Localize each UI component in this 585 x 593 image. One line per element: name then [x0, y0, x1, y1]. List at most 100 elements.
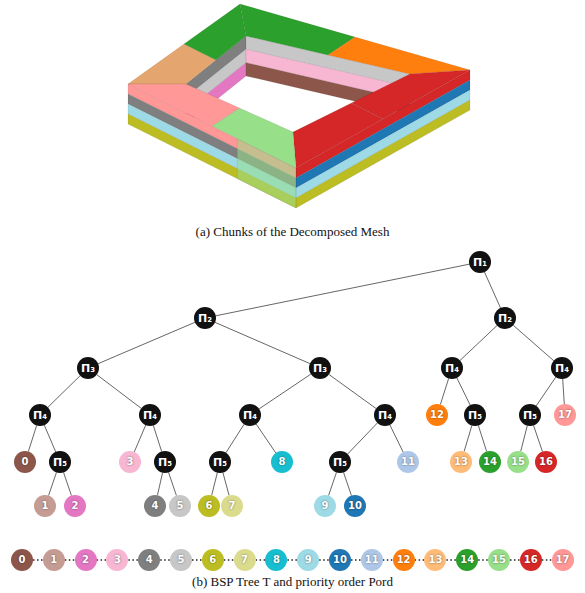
- split-label: Π₄: [243, 410, 257, 421]
- chunk-leaf: 15: [507, 451, 529, 473]
- mesh-chunk: [184, 4, 246, 60]
- tree-branch: [157, 473, 162, 496]
- split-label: Π₅: [53, 457, 67, 468]
- tree-branch: [329, 472, 337, 495]
- split-node: Π₄: [374, 404, 396, 426]
- chunk-number: 15: [492, 555, 506, 565]
- split-label: Π₄: [445, 363, 459, 374]
- chunk-number: 6: [209, 555, 216, 565]
- tree-branch: [169, 472, 177, 495]
- chunk-number: 2: [82, 555, 89, 565]
- chunk-leaf: 3: [119, 451, 141, 473]
- chunk-number: 5: [178, 555, 185, 565]
- chunk-number: 1: [50, 555, 57, 565]
- split-label: Π₂: [198, 313, 212, 324]
- chunk-leaf: 5: [169, 495, 191, 517]
- split-label: Π₅: [523, 410, 537, 421]
- tree-branch: [563, 379, 565, 404]
- order-link: [65, 559, 75, 560]
- chunk-number: 15: [511, 457, 525, 467]
- split-label: Π₅: [333, 457, 347, 468]
- chunk-number: 7: [229, 501, 236, 511]
- chunk-leaf: 7: [221, 495, 243, 517]
- order-link: [97, 559, 107, 560]
- mesh-chunk: [328, 37, 470, 74]
- order-link: [478, 559, 488, 560]
- chunk-leaf: 9: [297, 549, 319, 571]
- split-node: Π₅: [154, 451, 176, 473]
- tree-branch: [344, 472, 352, 495]
- order-link: [510, 559, 520, 560]
- figure-caption: (b) BSP Tree T and priority order Pord: [0, 574, 585, 590]
- chunk-leaf: 16: [520, 549, 542, 571]
- split-label: Π₅: [468, 410, 482, 421]
- order-link: [128, 559, 138, 560]
- chunk-leaf: 17: [554, 404, 576, 426]
- chunk-leaf: 14: [479, 451, 501, 473]
- split-node: Π₅: [329, 451, 351, 473]
- chunk-number: 14: [483, 457, 497, 467]
- tree-branch: [226, 424, 244, 452]
- chunk-number: 10: [333, 555, 347, 565]
- order-link: [33, 559, 43, 560]
- tree-branch: [390, 425, 403, 452]
- split-label: Π₄: [378, 410, 392, 421]
- chunk-leaf: 6: [202, 549, 224, 571]
- tree-branch: [348, 423, 378, 454]
- chunk-leaf: 9: [314, 495, 336, 517]
- chunk-leaf: 8: [271, 451, 293, 473]
- split-node: Π₅: [519, 404, 541, 426]
- tree-branch: [329, 374, 376, 408]
- tree-branch: [97, 375, 141, 409]
- tree-branch: [536, 377, 556, 406]
- chunk-leaf: 13: [450, 451, 472, 473]
- chunk-number: 6: [206, 501, 213, 511]
- chunk-leaf: 12: [426, 404, 448, 426]
- split-label: Π₃: [313, 363, 327, 374]
- tree-branch: [534, 425, 543, 451]
- chunk-number: 11: [401, 457, 415, 467]
- order-link: [383, 559, 393, 560]
- tree-branch: [223, 473, 229, 496]
- split-label: Π₄: [143, 410, 157, 421]
- tree-branch: [464, 426, 472, 452]
- split-label: Π₄: [33, 410, 47, 421]
- split-node: Π₅: [209, 451, 231, 473]
- chunk-number: 3: [114, 555, 121, 565]
- tree-branch: [48, 376, 80, 408]
- chunk-number: 8: [279, 457, 286, 467]
- chunk-leaf: 3: [106, 549, 128, 571]
- chunk-leaf: 15: [488, 549, 510, 571]
- tree-branch: [49, 472, 57, 495]
- split-label: Π₃: [81, 363, 95, 374]
- tree-branch: [513, 325, 553, 360]
- chunk-leaf: 4: [144, 495, 166, 517]
- split-node: Π₄: [551, 357, 573, 379]
- chunk-leaf: 13: [424, 549, 446, 571]
- chunk-leaf: 1: [43, 549, 65, 571]
- chunk-number: 12: [397, 555, 411, 565]
- order-link: [192, 559, 202, 560]
- chunk-number: 0: [22, 457, 29, 467]
- mesh-chunk: [128, 84, 240, 126]
- chunk-number: 12: [430, 410, 444, 420]
- order-link: [319, 559, 329, 560]
- split-node: Π₄: [239, 404, 261, 426]
- chunk-leaf: 0: [11, 549, 33, 571]
- split-label: Π₄: [555, 363, 569, 374]
- split-node: Π₅: [464, 404, 486, 426]
- chunk-number: 4: [152, 501, 159, 511]
- chunk-number: 7: [241, 555, 248, 565]
- chunk-number: 0: [19, 555, 26, 565]
- order-link: [542, 559, 552, 560]
- split-label: Π₅: [158, 457, 172, 468]
- split-label: Π₂: [498, 313, 512, 324]
- chunk-number: 5: [177, 501, 184, 511]
- mesh-chunk: [240, 4, 355, 55]
- chunk-leaf: 7: [234, 549, 256, 571]
- chunk-number: 10: [348, 501, 362, 511]
- split-node: Π₃: [77, 357, 99, 379]
- chunk-leaf: 11: [397, 451, 419, 473]
- tree-branch: [457, 378, 470, 405]
- chunk-leaf: 1: [34, 495, 56, 517]
